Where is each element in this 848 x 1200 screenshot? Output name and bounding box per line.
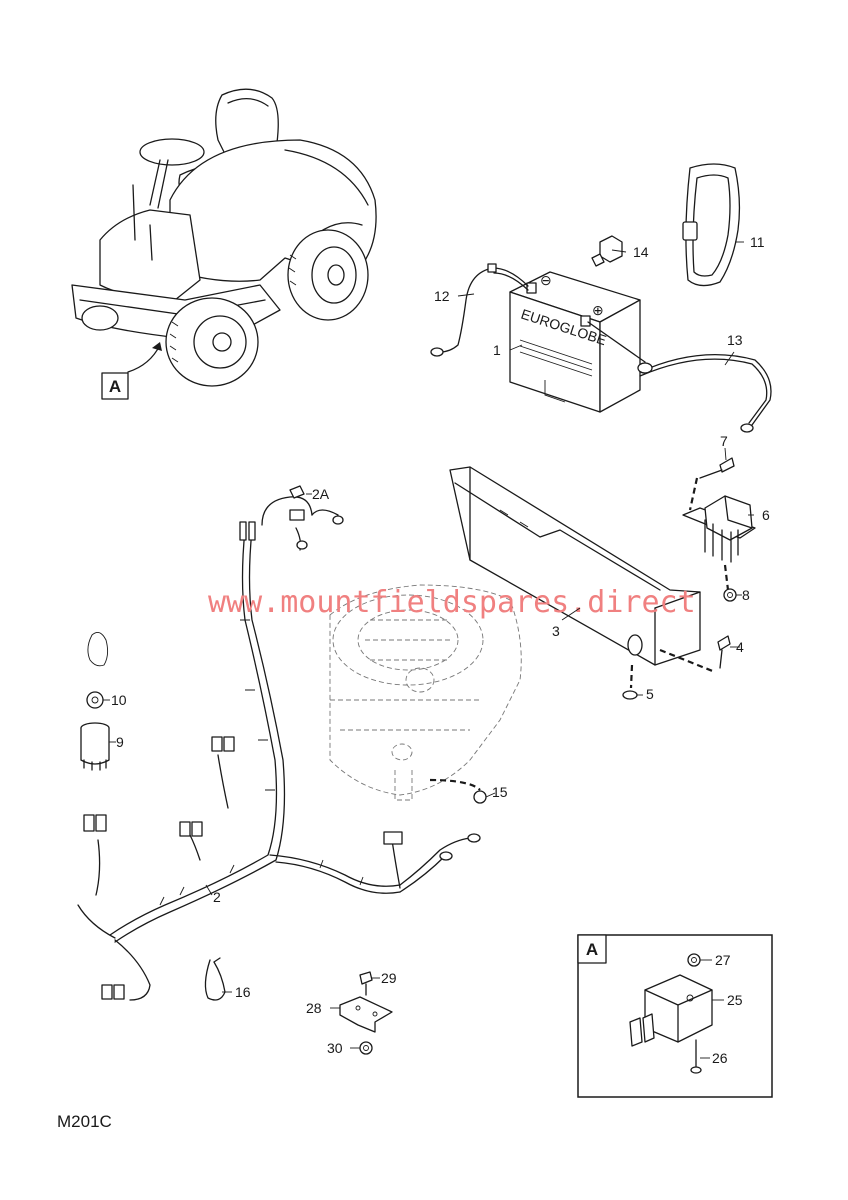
cable-tie — [204, 957, 226, 1001]
ride-on-mower-illustration — [71, 88, 377, 387]
part-label-2a: 2A — [312, 486, 330, 502]
relay — [629, 974, 713, 1047]
harness-fuse-holder — [289, 485, 305, 499]
bracket-bolt — [359, 971, 373, 996]
detail-box: A — [577, 934, 773, 1098]
wiring-harness — [77, 496, 481, 1001]
part-label-14: 14 — [633, 244, 649, 260]
relay-screw — [690, 1039, 702, 1074]
part-label-3: 3 — [552, 623, 560, 639]
negative-terminal-symbol: ⊖ — [540, 272, 552, 288]
part-label-28: 28 — [306, 1000, 322, 1016]
relay-nut — [687, 953, 701, 967]
part-label-27: 27 — [715, 952, 731, 968]
part-label-8: 8 — [742, 587, 750, 603]
drawing-code: M201C — [57, 1112, 112, 1131]
part-label-5: 5 — [646, 686, 654, 702]
part-label-9: 9 — [116, 734, 124, 750]
solenoid-bolt — [699, 457, 735, 479]
part-label-11: 11 — [750, 234, 765, 250]
starter-solenoid — [682, 477, 756, 591]
tray-bolt — [659, 635, 731, 674]
battery: EUROGLOBE ⊖ ⊕ — [509, 271, 641, 413]
part-label-12: 12 — [434, 288, 450, 304]
svg-text:A: A — [586, 940, 598, 959]
part-label-7: 7 — [720, 433, 728, 449]
part-label-2: 2 — [213, 889, 221, 905]
part-label-1: 1 — [493, 342, 501, 358]
tray-washer — [622, 664, 638, 700]
leader-lines — [103, 241, 754, 1059]
watermark: www.mountfieldspares.direct — [208, 585, 696, 620]
ignition-switch — [80, 722, 110, 771]
negative-battery-cable — [430, 263, 529, 357]
part-label-4: 4 — [736, 639, 744, 655]
engine-outline — [329, 584, 522, 801]
part-label-16: 16 — [235, 984, 251, 1000]
svg-text:A: A — [109, 377, 121, 396]
part-label-30: 30 — [327, 1040, 343, 1056]
mounting-bracket — [339, 996, 393, 1033]
positive-terminal-symbol: ⊕ — [592, 302, 604, 318]
part-label-13: 13 — [727, 332, 743, 348]
ignition-key — [87, 631, 109, 667]
part-label-29: 29 — [381, 970, 397, 986]
positive-battery-cable — [587, 321, 772, 433]
part-number-labels: 1 2 2A 3 4 5 6 7 8 9 10 11 12 13 14 15 1… — [111, 234, 770, 1066]
part-label-26: 26 — [712, 1050, 728, 1066]
part-label-10: 10 — [111, 692, 127, 708]
part-label-6: 6 — [762, 507, 770, 523]
solenoid-nut — [723, 588, 737, 602]
battery-tray — [449, 466, 701, 666]
view-callout: A — [101, 372, 129, 400]
bracket-nut — [359, 1041, 373, 1055]
battery-strap — [682, 163, 741, 287]
part-label-25: 25 — [727, 992, 743, 1008]
ignition-nut — [86, 691, 104, 709]
terminal-cover — [591, 235, 623, 267]
part-label-15: 15 — [492, 784, 508, 800]
